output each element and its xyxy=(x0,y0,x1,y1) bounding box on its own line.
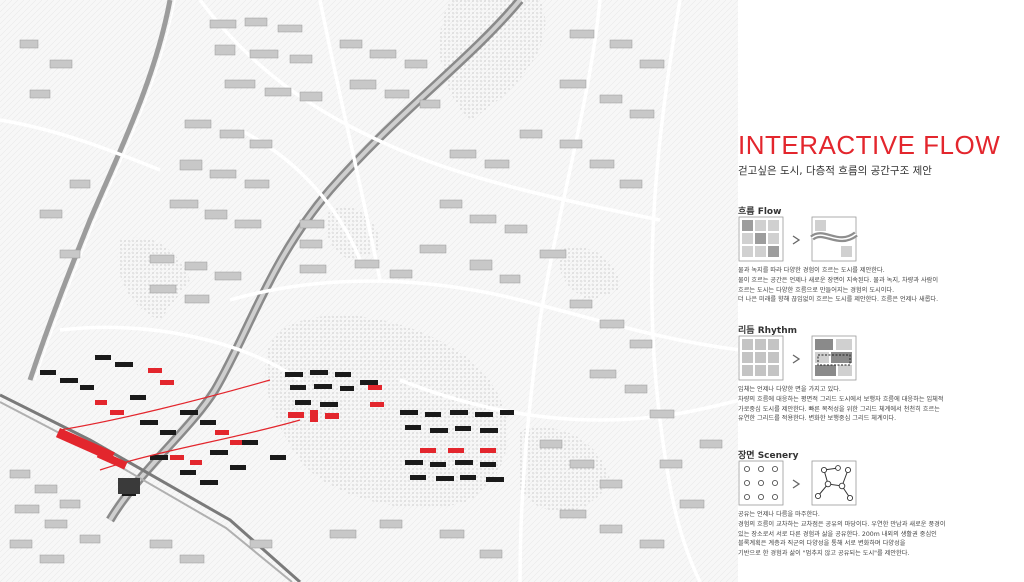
rhythm-grid-icon xyxy=(738,335,784,381)
flow-line: 물과 녹지를 따라 다양한 경험이 흐르는 도시를 제안한다. xyxy=(738,267,885,274)
scenery-section-body: 공유는 언제나 다름을 마주한다. 경험의 흐름이 교차하는 교차점은 공유의 … xyxy=(738,510,1020,559)
rhythm-section-title: 리듬 Rhythm xyxy=(738,326,797,336)
rhythm-diagram xyxy=(738,335,857,381)
scenery-line: 경험의 흐름이 교차하는 교차점은 공유의 마당이다. 우연한 만남과 새로운 … xyxy=(738,520,946,528)
existing-city-blocks xyxy=(9,17,723,564)
flow-section-body: 물과 녹지를 따라 다양한 경험이 흐르는 도시를 제안한다. 물이 흐르는 공… xyxy=(738,266,1020,305)
flow-grid-icon xyxy=(738,216,784,262)
flow-line: 물이 흐르는 공간은 언제나 새로운 장면이 지속된다. 물과 녹지, 차량과 … xyxy=(738,276,939,284)
rhythm-line: 가로중심 도시를 제안한다. 빠른 목적성을 위한 그리드 체계에서 천천히 흐… xyxy=(738,405,940,413)
scenery-section-title: 장면 Scenery xyxy=(738,451,799,461)
proposed-blocks-red xyxy=(55,368,496,470)
rhythm-line: 유연한 그리드를 적용한다. 변화한 보행중심 그리드 체계이다. xyxy=(738,415,897,423)
scenery-line: 기반으로 한 경험과 삶이 "멈추지 않고 공유되는 도시"를 제안한다. xyxy=(738,550,910,558)
flow-arrow-icon xyxy=(792,235,801,245)
panel-title: INTERACTIVE FLOW xyxy=(738,130,1001,160)
flow-river-icon xyxy=(810,216,858,262)
scenery-line: 블록계획은 계층과 직군의 다양성을 통해 서로 변화하며 다양성을 xyxy=(738,540,906,548)
flow-diagram xyxy=(738,216,858,262)
rhythm-line: 입체는 언제나 다양한 면을 가지고 있다. xyxy=(738,386,841,393)
flow-line: 흐르는 도시는 다양한 흐름으로 만들어지는 경험의 도시이다. xyxy=(738,286,895,294)
rail-line xyxy=(0,393,301,582)
scenery-arrow-icon xyxy=(792,479,801,489)
rhythm-line: 차량의 흐름에 대응하는 평면적 그리드 도시에서 보행자 흐름에 대응하는 입… xyxy=(738,395,944,403)
proposed-blocks-black xyxy=(40,355,514,496)
rhythm-arrow-icon xyxy=(792,354,801,364)
road-network xyxy=(0,0,740,582)
scenery-diagram xyxy=(738,460,857,506)
flow-section-title: 흐름 Flow xyxy=(738,207,782,217)
scenery-line: 공유는 언제나 다름을 마주한다. xyxy=(738,511,820,518)
park-zones xyxy=(117,0,620,512)
scenery-points-icon xyxy=(738,460,784,506)
expressway-west xyxy=(27,0,173,381)
scenery-line: 있는 장소로서 서로 다른 경험과 삶을 공유한다. 200m 내외의 생활권 … xyxy=(738,530,937,538)
scenery-network-icon xyxy=(811,460,857,506)
concept-panel: INTERACTIVE FLOW 걷고싶은 도시, 다층적 흐름의 공간구조 제… xyxy=(738,0,1024,582)
rhythm-section-body: 입체는 언제나 다양한 면을 가지고 있다. 차량의 흐름에 대응하는 평면적 … xyxy=(738,385,1020,424)
station-building xyxy=(118,478,140,494)
panel-subtitle: 걷고싶은 도시, 다층적 흐름의 공간구조 제안 xyxy=(738,165,932,177)
flow-line: 더 나은 미래를 향해 끊임없이 흐르는 도시를 제안한다. 흐름은 언제나 새… xyxy=(738,296,939,304)
rhythm-blocks-icon xyxy=(811,335,857,381)
